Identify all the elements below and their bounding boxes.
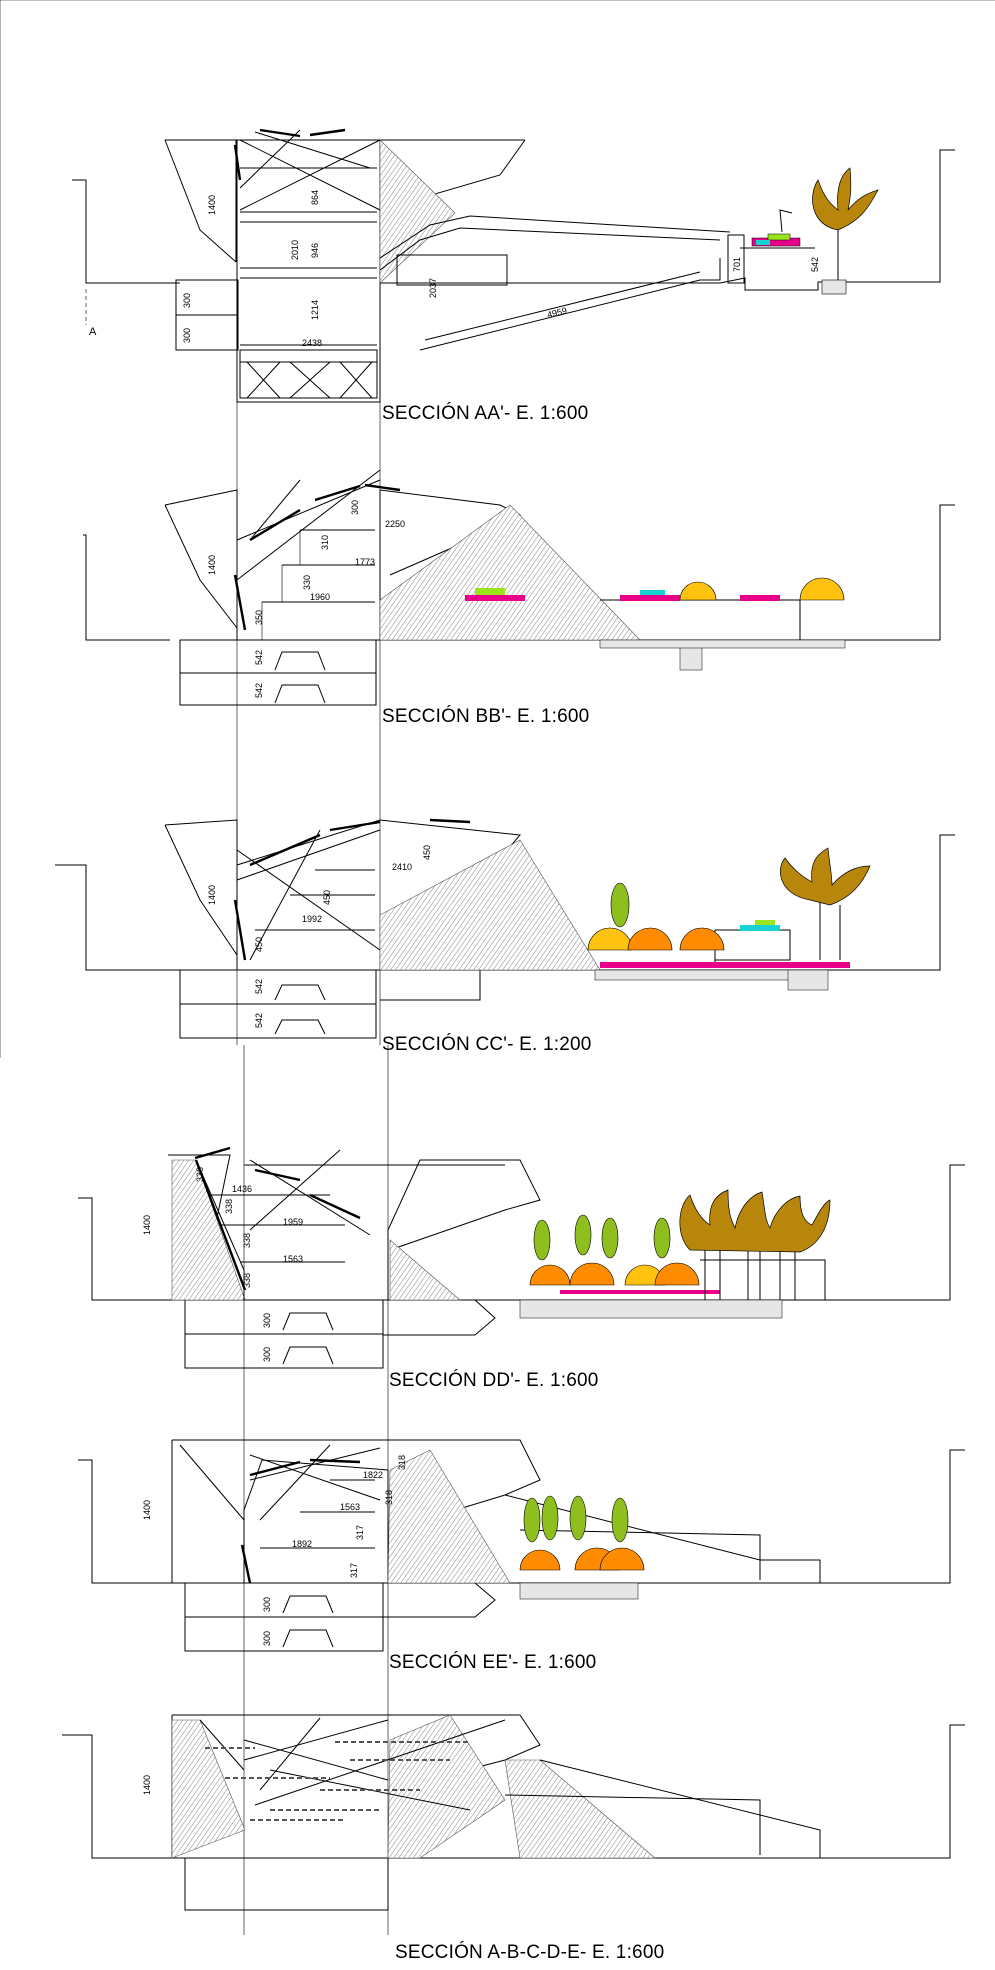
dim-label: 300 bbox=[262, 1631, 272, 1646]
dim-label: 310 bbox=[320, 535, 330, 550]
dim-label: 300 bbox=[262, 1597, 272, 1612]
dim-label: 330 bbox=[302, 575, 312, 590]
tower-reference-lines bbox=[236, 400, 389, 1935]
dim-label: 1892 bbox=[292, 1539, 312, 1549]
dim-label: 542 bbox=[254, 1013, 264, 1028]
dim-label: 1436 bbox=[232, 1184, 252, 1194]
section-dd: 338 1436 338 1959 1400 338 1563 338 300 … bbox=[78, 1146, 965, 1369]
section-marker-a: A bbox=[89, 326, 97, 338]
caption-section-abcde: SECCIÓN A-B-C-D-E- E. 1:600 bbox=[395, 1942, 665, 1963]
dim-label: 2037 bbox=[428, 278, 438, 298]
dim-label: 542 bbox=[254, 979, 264, 994]
dim-label: 300 bbox=[182, 293, 192, 308]
dim-label: 2438 bbox=[302, 338, 322, 348]
dim-label: 350 bbox=[254, 610, 264, 625]
dim-label: 300 bbox=[262, 1313, 272, 1328]
section-cc: 1400 2410 450 450 1992 450 542 542 bbox=[55, 818, 955, 1039]
dim-label: 946 bbox=[310, 243, 320, 258]
dim-label: 1214 bbox=[310, 300, 320, 320]
section-ee: 1822 318 318 1563 1400 317 1892 317 300 … bbox=[78, 1439, 965, 1652]
caption-section-bb: SECCIÓN BB'- E. 1:600 bbox=[382, 706, 590, 727]
dim-label: 450 bbox=[422, 845, 432, 860]
caption-section-ee: SECCIÓN EE'- E. 1:600 bbox=[389, 1652, 597, 1673]
dim-label: 317 bbox=[349, 1563, 359, 1578]
dim-label: 300 bbox=[350, 500, 360, 515]
caption-section-cc: SECCIÓN CC'- E. 1:200 bbox=[382, 1034, 592, 1055]
dim-label: 1400 bbox=[142, 1775, 152, 1795]
dim-label: 338 bbox=[224, 1199, 234, 1214]
dim-label: 864 bbox=[310, 190, 320, 205]
palm-tree bbox=[780, 847, 871, 960]
dim-label: 2010 bbox=[290, 240, 300, 260]
palm-tree bbox=[812, 167, 879, 295]
dim-label: 1400 bbox=[142, 1500, 152, 1520]
dim-label: 338 bbox=[242, 1233, 252, 1248]
dim-label: 1400 bbox=[142, 1215, 152, 1235]
dim-label: 701 bbox=[732, 257, 742, 272]
dim-label: 4959 bbox=[546, 305, 568, 320]
dim-label: 338 bbox=[242, 1273, 252, 1288]
dim-label: 450 bbox=[254, 937, 264, 952]
dim-label: 1563 bbox=[340, 1502, 360, 1512]
dim-label: 1822 bbox=[363, 1470, 383, 1480]
dim-label: 1400 bbox=[207, 555, 217, 575]
dim-label: 300 bbox=[182, 328, 192, 343]
dim-label: 542 bbox=[254, 683, 264, 698]
dim-label: 1992 bbox=[302, 914, 322, 924]
caption-section-dd: SECCIÓN DD'- E. 1:600 bbox=[389, 1370, 599, 1391]
caption-section-aa: SECCIÓN AA'- E. 1:600 bbox=[382, 403, 589, 424]
dim-label: 1959 bbox=[283, 1217, 303, 1227]
dim-label: 2410 bbox=[392, 862, 412, 872]
dim-label: 2250 bbox=[385, 519, 405, 529]
dim-label: 1960 bbox=[310, 592, 330, 602]
dim-label: 542 bbox=[254, 650, 264, 665]
dim-label: 318 bbox=[397, 1455, 407, 1470]
dim-label: 300 bbox=[262, 1347, 272, 1362]
dim-label: 450 bbox=[322, 890, 332, 905]
section-aa: A bbox=[72, 128, 955, 403]
dim-label: 318 bbox=[384, 1490, 394, 1505]
dim-label: 317 bbox=[355, 1525, 365, 1540]
section-abcde-overlay: 1400 bbox=[62, 1714, 965, 1911]
palm-tree-group bbox=[679, 1189, 831, 1300]
dim-label: 1400 bbox=[207, 195, 217, 215]
dim-label: 1773 bbox=[355, 557, 375, 567]
dim-label: 338 bbox=[195, 1167, 205, 1182]
section-bb: 1400 300 2250 310 1773 330 1960 350 542 … bbox=[83, 469, 955, 706]
dim-label: 1400 bbox=[207, 885, 217, 905]
dim-label: 542 bbox=[810, 257, 820, 272]
dim-label: 1563 bbox=[283, 1254, 303, 1264]
